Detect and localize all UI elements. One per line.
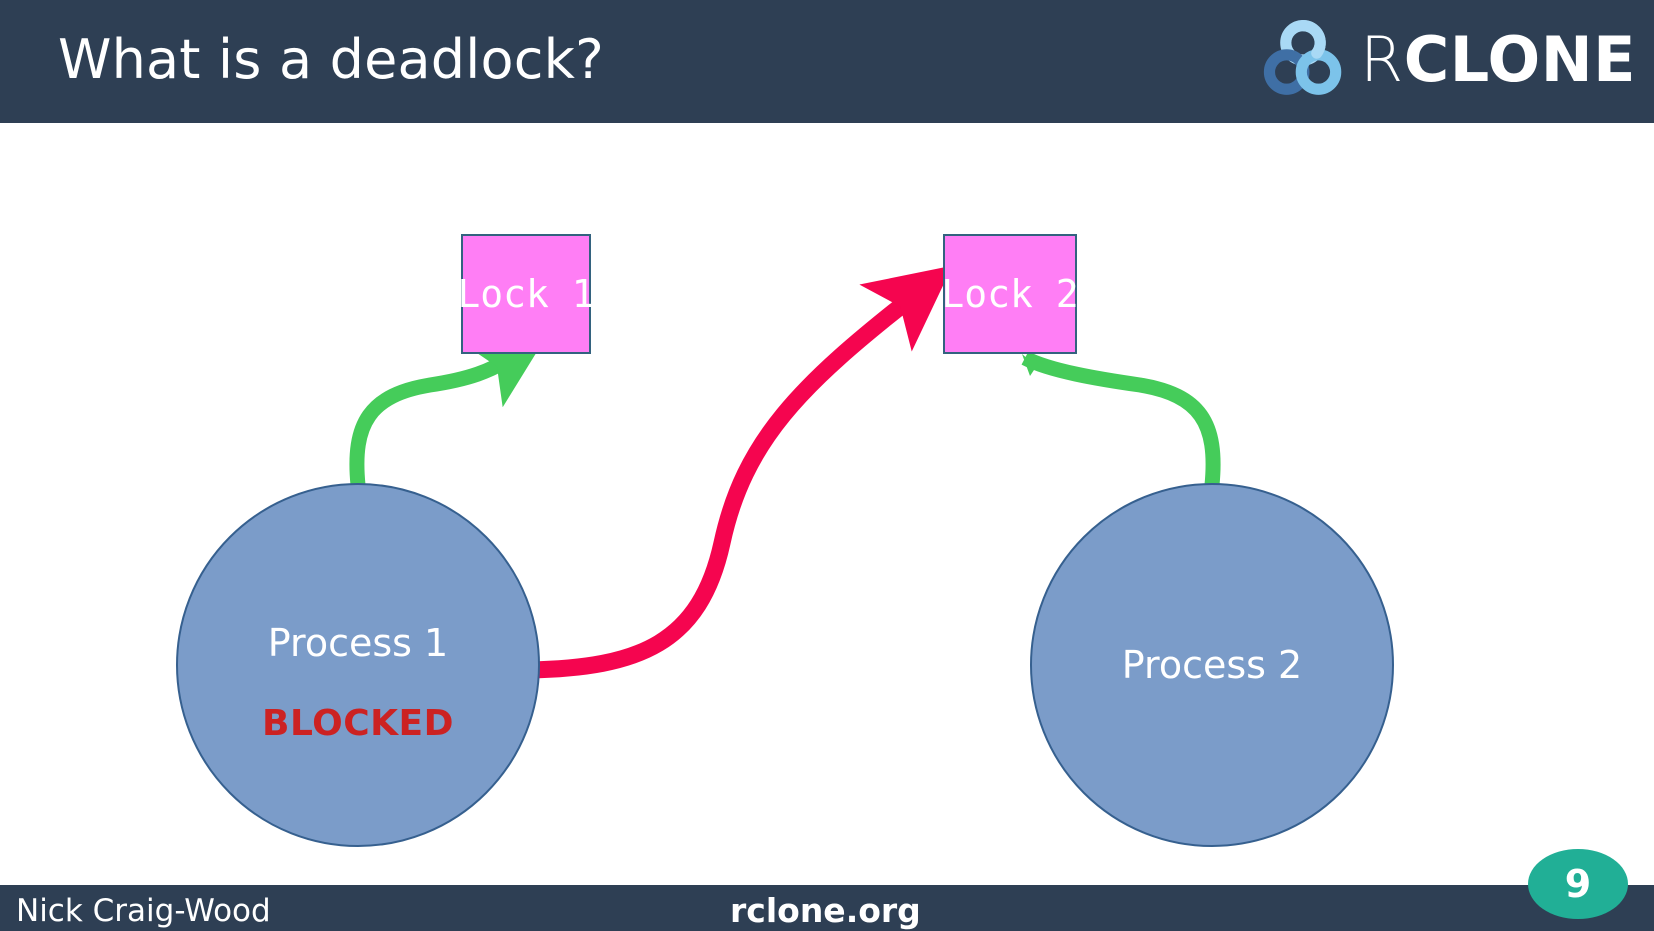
process-1-label: Process 1	[267, 621, 449, 665]
brand-wordmark-light: R	[1360, 23, 1404, 96]
footer-author: Nick Craig-Wood	[16, 893, 271, 929]
process-2-label: Process 2	[1121, 643, 1303, 687]
lock-2-box[interactable]: Lock 2	[941, 234, 1079, 354]
brand-logo: RCLONE	[1260, 14, 1636, 106]
page-title: What is a deadlock?	[58, 28, 604, 91]
header-bar	[0, 0, 1654, 123]
page-number: 9	[1564, 862, 1592, 906]
page-number-badge: 9	[1528, 849, 1628, 919]
footer-bar: Nick Craig-Wood rclone.org	[0, 885, 1654, 931]
process-2-node[interactable]: Process 2	[1030, 483, 1394, 847]
arrow-process2-holds-lock2	[1021, 351, 1221, 486]
lock-2-label: Lock 2	[941, 272, 1079, 316]
process-1-node[interactable]: Process 1 BLOCKED	[176, 483, 540, 847]
deadlock-diagram: Lock 1 Lock 2 Process 1 BLOCKED Process …	[0, 123, 1654, 885]
brand-wordmark: RCLONE	[1360, 29, 1636, 91]
brand-wordmark-bold: CLONE	[1403, 23, 1636, 96]
arrow-process1-holds-lock1	[349, 335, 547, 486]
process-1-status-badge: BLOCKED	[262, 703, 454, 744]
arrow-process1-waits-lock2	[527, 265, 953, 679]
diagram-arrows	[349, 265, 1221, 679]
footer-site-link[interactable]: rclone.org	[730, 891, 921, 930]
lock-1-box[interactable]: Lock 1	[457, 234, 595, 354]
rclone-rings-icon	[1264, 20, 1342, 95]
lock-1-label: Lock 1	[457, 272, 595, 316]
arrow-process2-holds-lock2-head	[1022, 354, 1040, 376]
